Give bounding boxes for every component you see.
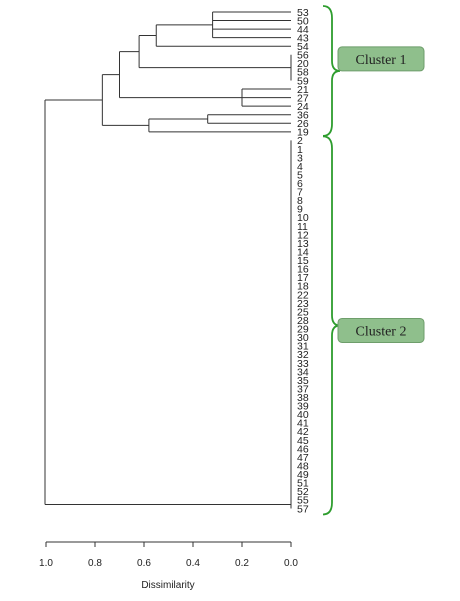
x-axis-title: Dissimilarity (141, 580, 194, 591)
leaf-label: 10 (297, 212, 309, 224)
x-tick-label: 0.4 (186, 558, 200, 569)
cluster-1-box (337, 46, 425, 72)
leaf-label: 26 (297, 118, 309, 130)
leaf-label: 28 (297, 315, 309, 327)
leaf-label: 31 (297, 341, 309, 353)
leaf-label: 45 (297, 435, 309, 447)
leaf-label: 12 (297, 229, 309, 241)
leaf-label: 39 (297, 401, 309, 413)
leaf-label: 58 (297, 67, 309, 79)
leaf-label: 16 (297, 264, 309, 276)
cluster-labels: Cluster 1 Cluster 2 (337, 46, 425, 343)
leaf-label: 9 (297, 204, 303, 216)
x-tick-label: 0.2 (235, 558, 249, 569)
leaf-label: 49 (297, 469, 309, 481)
leaf-label: 47 (297, 452, 309, 464)
leaf-label: 4 (297, 161, 303, 173)
leaf-label: 14 (297, 246, 309, 258)
leaf-label: 7 (297, 187, 303, 199)
leaf-label: 51 (297, 478, 309, 490)
leaf-label: 33 (297, 358, 309, 370)
leaf-label: 2 (297, 135, 303, 147)
x-tick-label: 1.0 (39, 558, 53, 569)
leaf-label: 22 (297, 289, 309, 301)
leaf-label: 6 (297, 178, 303, 190)
leaf-label: 35 (297, 375, 309, 387)
leaf-label: 29 (297, 324, 309, 336)
leaf-label: 48 (297, 460, 309, 472)
leaf-label: 24 (297, 101, 309, 113)
leaf-label: 38 (297, 392, 309, 404)
leaf-label: 19 (297, 127, 309, 139)
leaf-label: 50 (297, 15, 309, 27)
leaf-label: 44 (297, 24, 309, 36)
cluster-2-label: Cluster 2 (356, 324, 407, 339)
leaf-label: 18 (297, 281, 309, 293)
leaf-label: 20 (297, 58, 309, 70)
cluster-2-box (337, 317, 425, 343)
cluster-braces (322, 5, 341, 516)
leaf-label: 53 (297, 7, 309, 19)
cluster-1-label: Cluster 1 (356, 53, 407, 68)
leaf-label: 55 (297, 495, 309, 507)
cluster-2-brace (322, 135, 341, 516)
leaf-label: 40 (297, 409, 309, 421)
leaf-label: 56 (297, 50, 309, 62)
x-axis: 1.0 0.8 0.6 0.4 0.2 0.0 (39, 541, 298, 569)
leaf-label: 8 (297, 195, 303, 207)
leaf-label: 15 (297, 255, 309, 267)
leaf-label: 27 (297, 92, 309, 104)
leaf-label: 1 (297, 144, 303, 156)
leaf-label: 21 (297, 84, 309, 96)
leaf-label: 3 (297, 152, 303, 164)
leaf-label: 43 (297, 32, 309, 44)
leaf-label: 42 (297, 426, 309, 438)
leaf-label: 41 (297, 418, 309, 430)
leaf-label: 59 (297, 75, 309, 87)
leaf-label: 32 (297, 349, 309, 361)
leaf-labels: 5350444354562058592127243626192134567891… (297, 7, 309, 515)
leaf-label: 11 (297, 221, 308, 233)
leaf-label: 13 (297, 238, 309, 250)
x-tick-label: 0.0 (284, 558, 298, 569)
leaf-label: 57 (297, 503, 309, 515)
leaf-label: 52 (297, 486, 309, 498)
cluster-1-brace (322, 5, 341, 137)
leaf-label: 30 (297, 332, 309, 344)
dendrogram-tree (44, 11, 292, 509)
leaf-label: 23 (297, 298, 309, 310)
leaf-label: 46 (297, 443, 309, 455)
x-tick-label: 0.8 (88, 558, 102, 569)
leaf-label: 34 (297, 366, 309, 378)
leaf-label: 36 (297, 110, 309, 122)
leaf-label: 37 (297, 383, 309, 395)
leaf-label: 25 (297, 306, 309, 318)
leaf-label: 5 (297, 169, 303, 181)
leaf-label: 17 (297, 272, 309, 284)
leaf-label: 54 (297, 41, 309, 53)
x-tick-label: 0.6 (137, 558, 151, 569)
